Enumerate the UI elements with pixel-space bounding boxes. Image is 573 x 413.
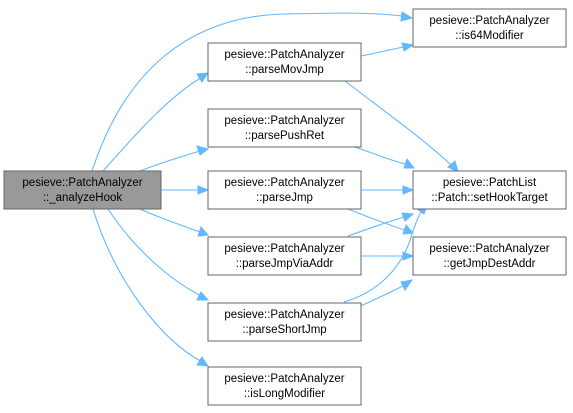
node-parse-short-jmp[interactable]: pesieve::PatchAnalyzer ::parseShortJmp bbox=[207, 302, 362, 342]
node-label-method: ::parseJmpViaAddr bbox=[236, 258, 334, 270]
arrowhead bbox=[447, 160, 459, 173]
node-analyze-hook[interactable]: pesieve::PatchAnalyzer ::_analyzeHook bbox=[3, 170, 162, 210]
arrowhead bbox=[196, 291, 210, 301]
edge-parsejmpviaaddr-sethooktarget bbox=[347, 216, 405, 237]
edge-parsemovjmp-sethooktarget bbox=[344, 80, 453, 167]
node-label-method: ::is64Modifier bbox=[455, 30, 524, 42]
node-label-method: ::parseShortJmp bbox=[242, 324, 326, 336]
node-label-method: ::getJmpDestAddr bbox=[443, 258, 535, 270]
node-is-long-modifier[interactable]: pesieve::PatchAnalyzer ::isLongModifier bbox=[207, 366, 362, 406]
edge-analyzehook-islongmodifier bbox=[92, 208, 205, 364]
arrowhead bbox=[401, 42, 415, 52]
node-label-namespace: pesieve::PatchAnalyzer bbox=[429, 243, 549, 255]
arrowhead bbox=[401, 212, 415, 222]
nodes: pesieve::PatchAnalyzer ::_analyzeHook pe… bbox=[3, 8, 567, 406]
node-label-namespace: pesieve::PatchAnalyzer bbox=[224, 243, 344, 255]
edge-analyzehook-parsepushret bbox=[139, 150, 201, 172]
node-label-method: ::isLongModifier bbox=[244, 388, 325, 400]
node-label-method: ::_analyzeHook bbox=[43, 192, 123, 204]
arrowhead bbox=[196, 72, 209, 83]
edge-parseshortjmp-sethooktarget bbox=[343, 211, 422, 303]
node-parse-push-ret[interactable]: pesieve::PatchAnalyzer ::parsePushRet bbox=[207, 108, 362, 148]
edge-analyzehook-parsemovjmp bbox=[102, 75, 205, 172]
edge-analyzehook-parsejmpviaaddr bbox=[139, 208, 201, 233]
node-label-namespace: pesieve::PatchList bbox=[443, 177, 537, 189]
arrowhead bbox=[196, 356, 209, 367]
node-label-namespace: pesieve::PatchAnalyzer bbox=[224, 373, 344, 385]
arrowhead bbox=[197, 226, 210, 237]
node-label-method: ::parseMovJmp bbox=[245, 64, 324, 76]
node-label-method: ::parsePushRet bbox=[245, 130, 325, 142]
edge-parsemovjmp-is64modifier bbox=[360, 46, 404, 57]
node-get-jmp-dest-addr[interactable]: pesieve::PatchAnalyzer ::getJmpDestAddr bbox=[412, 236, 567, 276]
edge-parsejmp-getjmpdestaddr bbox=[347, 208, 405, 231]
node-set-hook-target[interactable]: pesieve::PatchList ::Patch::setHookTarge… bbox=[412, 170, 567, 210]
arrowhead bbox=[196, 145, 210, 156]
edge-analyzehook-is64modifier bbox=[91, 12, 403, 172]
arrowhead bbox=[400, 279, 414, 291]
node-label-namespace: pesieve::PatchAnalyzer bbox=[224, 309, 344, 321]
node-label-method: ::parseJmp bbox=[256, 192, 313, 204]
node-parse-jmp-via-addr[interactable]: pesieve::PatchAnalyzer ::parseJmpViaAddr bbox=[207, 236, 362, 276]
arrowhead bbox=[400, 11, 414, 22]
node-label-namespace: pesieve::PatchAnalyzer bbox=[429, 15, 549, 27]
node-label-method: ::Patch::setHookTarget bbox=[431, 192, 548, 204]
node-parse-mov-jmp[interactable]: pesieve::PatchAnalyzer ::parseMovJmp bbox=[207, 42, 362, 82]
arrowhead bbox=[197, 185, 210, 195]
node-label-namespace: pesieve::PatchAnalyzer bbox=[224, 177, 344, 189]
node-parse-jmp[interactable]: pesieve::PatchAnalyzer ::parseJmp bbox=[207, 170, 362, 210]
node-label-namespace: pesieve::PatchAnalyzer bbox=[224, 115, 344, 127]
edges bbox=[91, 11, 459, 367]
node-label-namespace: pesieve::PatchAnalyzer bbox=[224, 49, 344, 61]
arrowhead bbox=[403, 157, 416, 169]
edge-parseshortjmp-getjmpdestaddr bbox=[357, 285, 404, 308]
edge-analyzehook-parseshortjmp bbox=[107, 208, 204, 298]
arrowhead bbox=[402, 224, 415, 235]
edge-parsepushret-sethooktarget bbox=[354, 146, 406, 165]
node-label-namespace: pesieve::PatchAnalyzer bbox=[22, 177, 142, 189]
arrowhead bbox=[402, 185, 415, 195]
node-is64-modifier[interactable]: pesieve::PatchAnalyzer ::is64Modifier bbox=[412, 8, 567, 48]
